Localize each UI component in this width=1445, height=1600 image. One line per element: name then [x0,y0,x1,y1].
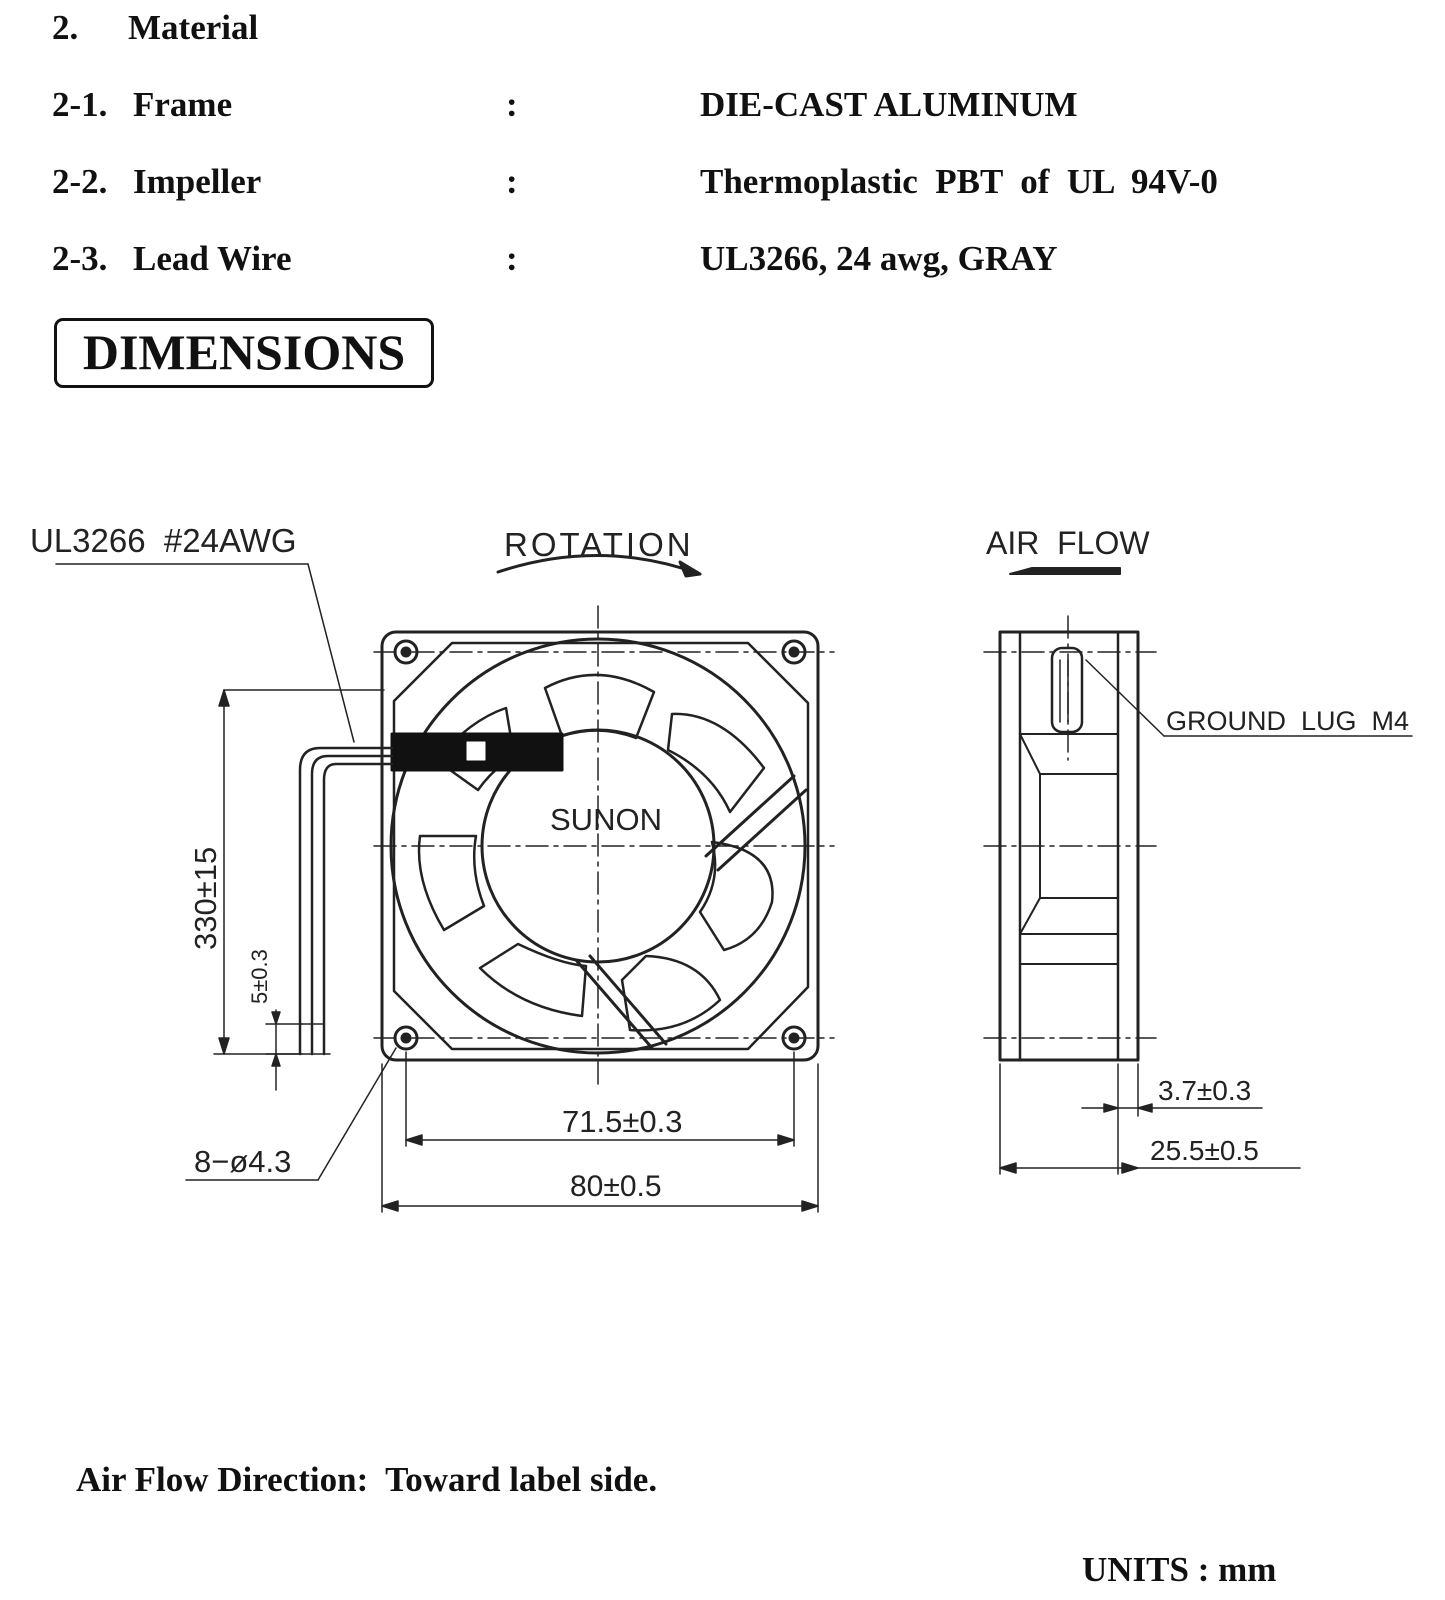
rotation-label: ROTATION [504,526,694,563]
mount-holes-label: 8−ø4.3 [194,1144,291,1179]
hole-spacing-dimension [405,1051,795,1147]
fan-depth-label: 25.5±0.5 [1150,1135,1259,1166]
hole-spacing-label: 71.5±0.3 [562,1104,682,1139]
lead-wire-label: Lead Wire [133,239,292,278]
lead-length-dimension [213,689,385,1091]
mount-hole-leader [185,1047,397,1181]
units-note: UNITS : mm [1082,1550,1277,1589]
frame-size-dimension [381,1063,819,1213]
material-heading: Material [128,8,259,47]
frame-value: DIE-CAST ALUMINUM [700,85,1078,124]
ground-lug-leader [1085,659,1413,737]
ground-lug-label: GROUND LUG M4 [1166,706,1409,736]
wire-spec-leader [55,563,355,743]
flange-thickness-dimension [1081,1063,1263,1175]
lead-wire-value: UL3266, 24 awg, GRAY [700,239,1058,278]
front-center-lines [373,605,835,1091]
lead-wires [298,746,394,1056]
brand-label: SUNON [550,802,662,837]
impeller-value: Thermoplastic PBT of UL 94V-0 [700,162,1218,201]
airflow-arrow [1009,567,1121,575]
lead-length-label: 330±15 [188,847,223,950]
frame-size-label: 80±0.5 [570,1170,662,1203]
frame-label: Frame [133,85,233,124]
airflow-label: AIR FLOW [986,525,1150,561]
rotation-arrow [496,554,702,578]
material-number: 2. [52,8,79,47]
flange-thickness-label: 3.7±0.3 [1158,1075,1251,1106]
frame-separator: : [506,85,518,124]
wire-spec-label: UL3266 #24AWG [30,522,297,559]
impeller-label: Impeller [133,162,262,201]
side-center-lines [983,615,1157,1039]
lead-wire-number: 2-3. [52,239,108,278]
airflow-direction-note: Air Flow Direction: Toward label side. [76,1460,658,1499]
frame-number: 2-1. [52,85,108,124]
fan-front-view [380,630,820,1062]
dimensions-title: DIMENSIONS [54,318,434,388]
fan-depth-dimension [999,1063,1301,1175]
lead-wire-separator: : [506,239,518,278]
strip-length-label: 5±0.3 [247,949,272,1004]
impeller-number: 2-2. [52,162,108,201]
impeller-separator: : [506,162,518,201]
